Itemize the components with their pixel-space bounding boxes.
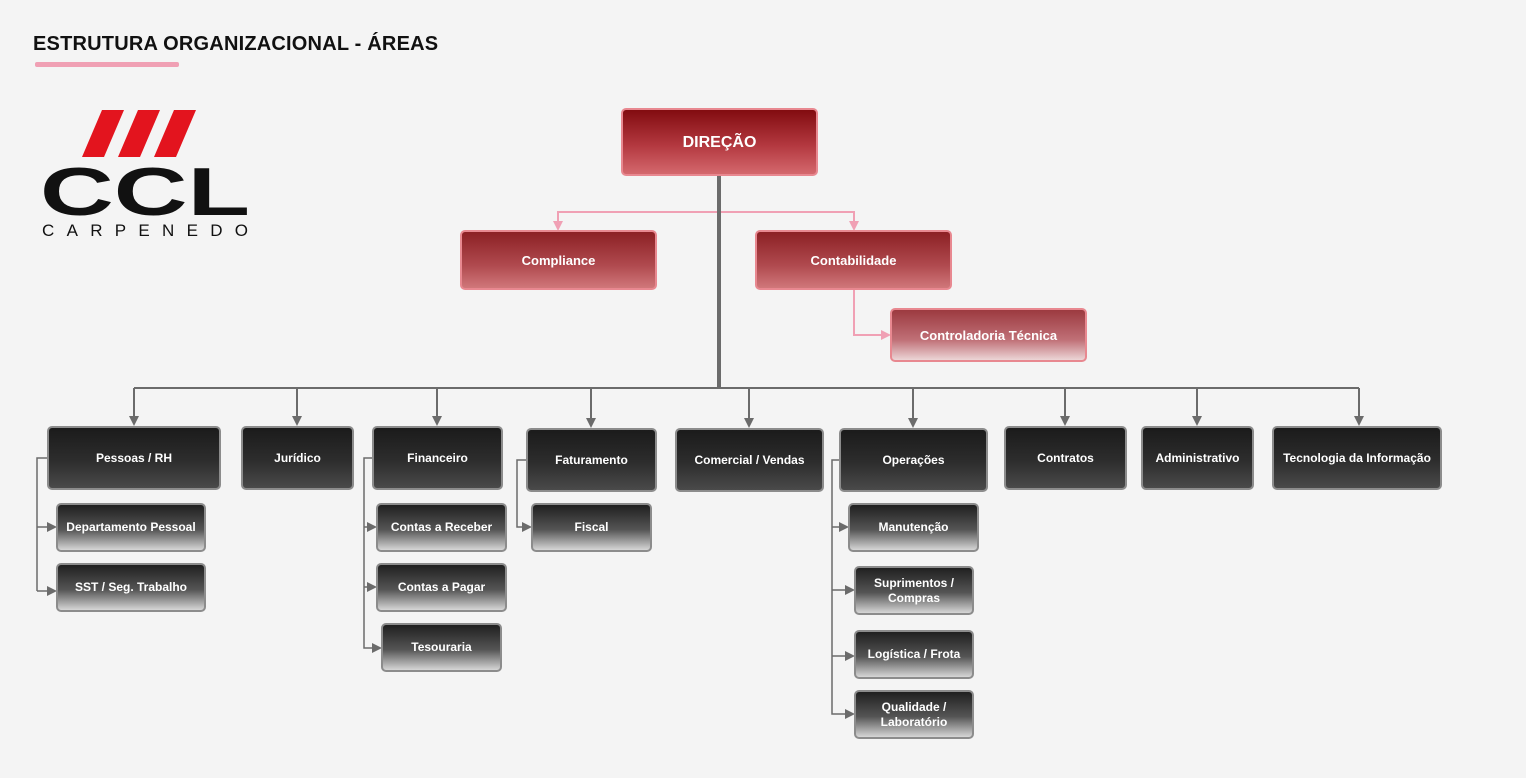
sub-tesouraria[interactable]: Tesouraria <box>381 623 502 672</box>
node-administrativo[interactable]: Administrativo <box>1141 426 1254 490</box>
node-direcao[interactable]: DIREÇÃO <box>621 108 818 176</box>
node-comercial-vendas[interactable]: Comercial / Vendas <box>675 428 824 492</box>
trunk-connectors <box>134 176 1359 389</box>
company-logo: CCL CARPENEDO <box>40 108 252 240</box>
node-pessoas-rh[interactable]: Pessoas / RH <box>47 426 221 490</box>
node-contratos[interactable]: Contratos <box>1004 426 1127 490</box>
sub-area-connectors <box>36 457 855 719</box>
node-faturamento[interactable]: Faturamento <box>526 428 657 492</box>
page-title: ESTRUTURA ORGANIZACIONAL - ÁREAS <box>33 33 439 55</box>
node-contabilidade[interactable]: Contabilidade <box>755 230 952 290</box>
node-controladoria-tecnica[interactable]: Controladoria Técnica <box>890 308 1087 362</box>
staff-connectors <box>553 211 891 340</box>
node-compliance[interactable]: Compliance <box>460 230 657 290</box>
sub-qualidade-laboratorio[interactable]: Qualidade / Laboratório <box>854 690 974 739</box>
sub-sst-seg-trabalho[interactable]: SST / Seg. Trabalho <box>56 563 206 612</box>
sub-suprimentos-compras[interactable]: Suprimentos / Compras <box>854 566 974 615</box>
logo-subtext: CARPENEDO <box>42 221 248 240</box>
sub-contas-a-receber[interactable]: Contas a Receber <box>376 503 507 552</box>
sub-departamento-pessoal[interactable]: Departamento Pessoal <box>56 503 206 552</box>
sub-manutencao[interactable]: Manutenção <box>848 503 979 552</box>
logo-stripes-icon <box>82 110 196 157</box>
logo-wordmark: CCL <box>40 154 250 230</box>
node-financeiro[interactable]: Financeiro <box>372 426 503 490</box>
sub-logistica-frota[interactable]: Logística / Frota <box>854 630 974 679</box>
node-tecnologia-informacao[interactable]: Tecnologia da Informação <box>1272 426 1442 490</box>
sub-fiscal[interactable]: Fiscal <box>531 503 652 552</box>
logo-graphic: CCL CARPENEDO <box>40 110 250 240</box>
sub-contas-a-pagar[interactable]: Contas a Pagar <box>376 563 507 612</box>
title-underline <box>35 62 179 67</box>
node-juridico[interactable]: Jurídico <box>241 426 354 490</box>
node-operacoes[interactable]: Operações <box>839 428 988 492</box>
area-connectors <box>129 388 1364 428</box>
